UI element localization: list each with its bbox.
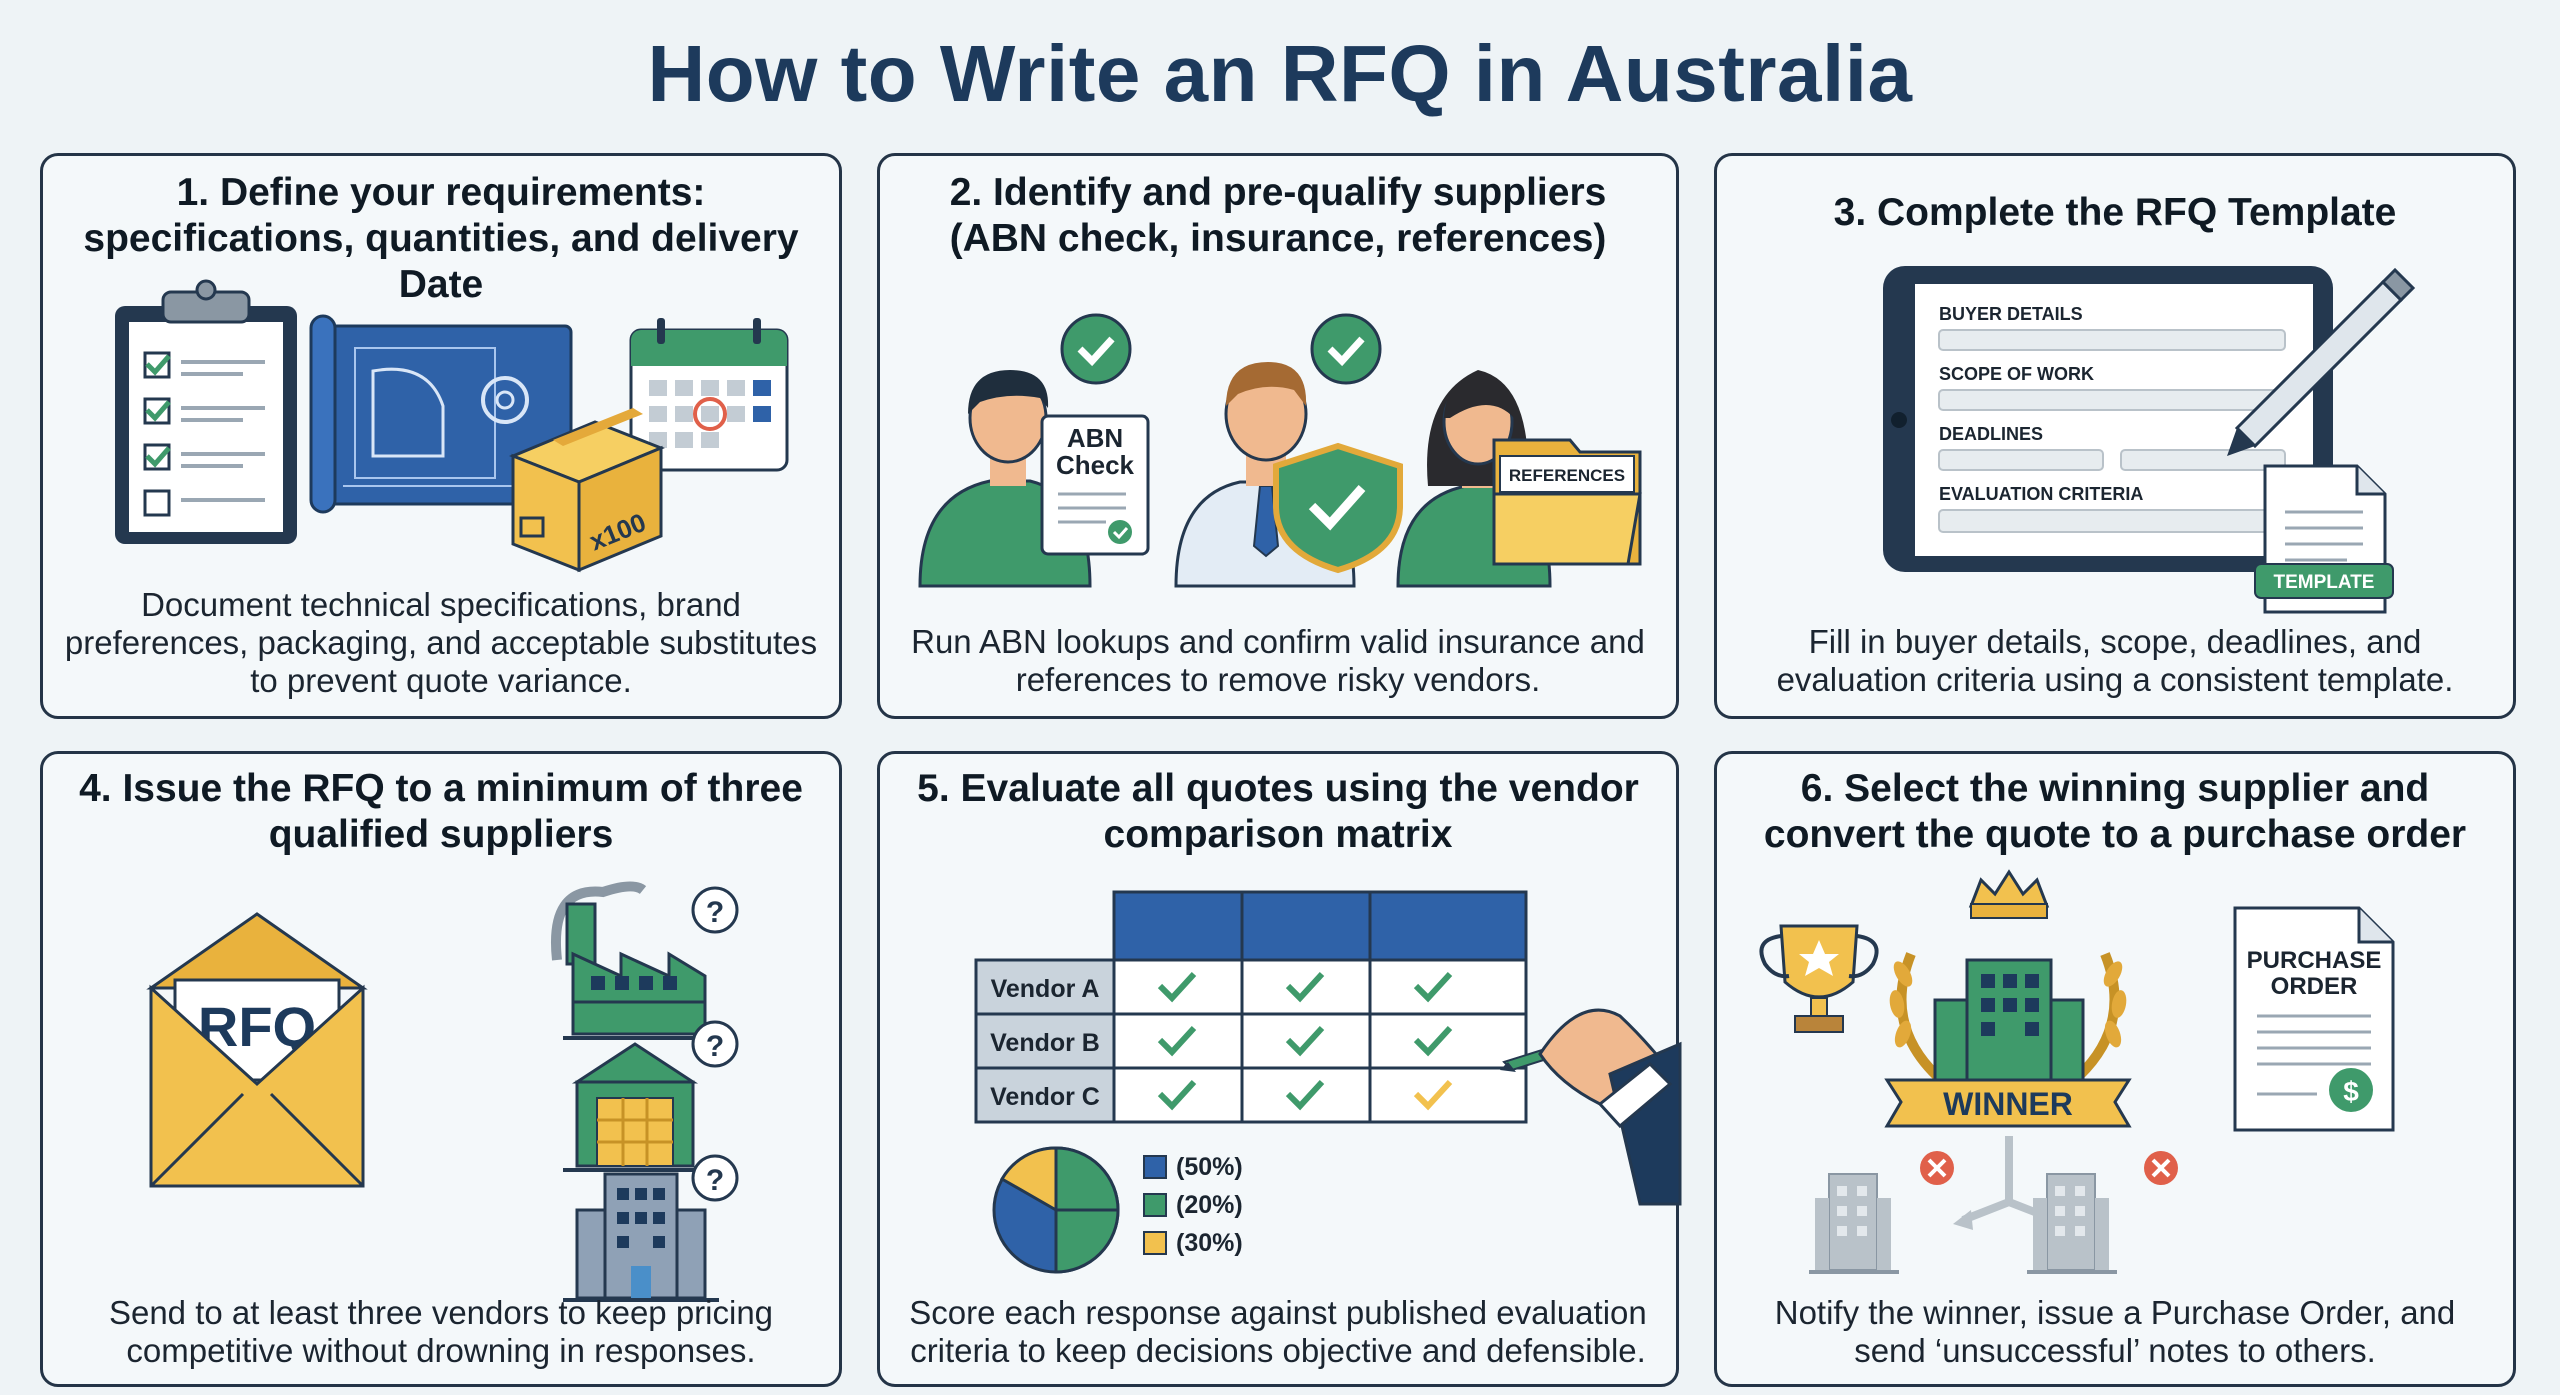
person-with-references-folder-icon: REFERENCES bbox=[1396, 370, 1642, 588]
person-with-abn-check-icon: ABN Check bbox=[918, 313, 1150, 588]
template-tag: TEMPLATE bbox=[2274, 572, 2375, 593]
form-field-label: SCOPE OF WORK bbox=[1939, 364, 2094, 384]
svg-text:?: ? bbox=[706, 1030, 724, 1063]
form-field-label: EVALUATION CRITERIA bbox=[1939, 484, 2143, 504]
factory-icon: ? bbox=[551, 881, 739, 1040]
purchase-order-document-icon: PURCHASE ORDER $ bbox=[2233, 906, 2395, 1132]
box-icon: x100 bbox=[508, 408, 666, 573]
step-4-heading: 4. Issue the RFQ to a minimum of three q… bbox=[79, 767, 803, 856]
abn-label-2: Check bbox=[1056, 450, 1135, 480]
trophy-icon bbox=[1759, 924, 1879, 1033]
step-4-card: 4. Issue the RFQ to a minimum of three q… bbox=[40, 751, 842, 1387]
office-building-icon: ? bbox=[563, 1154, 739, 1302]
step-3-illustration: BUYER DETAILS SCOPE OF WORK DEADLINES EV… bbox=[1883, 266, 2416, 614]
step-6-illustration: WINNER PURCHASE ORDER bbox=[1759, 869, 2395, 1274]
weight-label: (30%) bbox=[1176, 1229, 1243, 1257]
winner-banner: WINNER bbox=[1943, 1086, 2073, 1122]
envelope-icon: RFQ bbox=[146, 912, 368, 1188]
weight-label: (50%) bbox=[1176, 1153, 1243, 1181]
step-2-description: Run ABN lookups and confirm valid insura… bbox=[911, 623, 1645, 698]
tablet-icon: BUYER DETAILS SCOPE OF WORK DEADLINES EV… bbox=[1883, 266, 2333, 572]
step-2-illustration: ABN Check bbox=[918, 313, 1642, 588]
step-1-description: Document technical specifications, brand… bbox=[64, 586, 818, 699]
vendor-c-label: Vendor C bbox=[990, 1083, 1100, 1111]
form-field-label: BUYER DETAILS bbox=[1939, 304, 2083, 324]
abn-label-1: ABN bbox=[1067, 423, 1123, 453]
step-5-illustration: Vendor A Vendor B Vendor C (50%) bbox=[974, 890, 1682, 1274]
template-document-icon: TEMPLATE bbox=[2254, 464, 2394, 614]
step-1-card: 1. Define your requirements: specificati… bbox=[40, 153, 842, 719]
pen-icon bbox=[2227, 267, 2416, 456]
winner-building-icon: WINNER bbox=[1884, 869, 2132, 1128]
person-with-shield-icon bbox=[1174, 313, 1403, 588]
po-title-2: ORDER bbox=[2271, 973, 2358, 1000]
svg-text:?: ? bbox=[706, 1164, 724, 1197]
step-1-heading: 1. Define your requirements: specificati… bbox=[83, 171, 799, 306]
step-5-description: Score each response against published ev… bbox=[909, 1294, 1647, 1369]
step-3-description: Fill in buyer details, scope, deadlines,… bbox=[1776, 623, 2454, 698]
check-icons bbox=[1157, 971, 1453, 1111]
step-6-description: Notify the winner, issue a Purchase Orde… bbox=[1774, 1294, 2456, 1369]
step-1-illustration: x100 bbox=[115, 279, 789, 573]
svg-text:?: ? bbox=[706, 896, 724, 929]
blueprint-icon bbox=[309, 314, 573, 514]
step-3-heading: 3. Complete the RFQ Template bbox=[1833, 191, 2397, 234]
step-3-card: 3. Complete the RFQ Template BUYER DETAI… bbox=[1714, 153, 2516, 719]
step-4-description: Send to at least three vendors to keep p… bbox=[108, 1294, 774, 1369]
references-label: REFERENCES bbox=[1509, 466, 1625, 485]
rejected-building-icon bbox=[2027, 1151, 2178, 1274]
po-title-1: PURCHASE bbox=[2247, 947, 2382, 974]
hand-with-pen-icon bbox=[1500, 1008, 1682, 1206]
step-5-card: 5. Evaluate all quotes using the vendor … bbox=[877, 751, 1682, 1387]
weighting-pie-chart: (50%) (20%) (30%) bbox=[992, 1146, 1243, 1274]
vendor-a-label: Vendor A bbox=[991, 975, 1100, 1003]
warehouse-icon: ? bbox=[563, 1020, 739, 1172]
step-2-card: 2. Identify and pre-qualify suppliers (A… bbox=[877, 153, 1679, 719]
comparison-matrix: Vendor A Vendor B Vendor C bbox=[974, 890, 1528, 1124]
step-4-illustration: RFQ ? ? bbox=[146, 881, 739, 1302]
rejected-building-icon bbox=[1809, 1151, 1954, 1274]
form-field-label: DEADLINES bbox=[1939, 424, 2043, 444]
page-title: How to Write an RFQ in Australia bbox=[647, 29, 1913, 118]
step-5-heading: 5. Evaluate all quotes using the vendor … bbox=[917, 767, 1639, 856]
dollar-icon: $ bbox=[2343, 1076, 2359, 1107]
step-6-heading: 6. Select the winning supplier and conve… bbox=[1763, 767, 2467, 856]
vendor-b-label: Vendor B bbox=[990, 1029, 1100, 1057]
clipboard-icon bbox=[115, 279, 297, 544]
step-6-card: 6. Select the winning supplier and conve… bbox=[1714, 751, 2516, 1387]
calendar-icon bbox=[629, 318, 789, 472]
step-2-heading: 2. Identify and pre-qualify suppliers (A… bbox=[949, 171, 1607, 260]
partial-check-icon bbox=[1413, 1079, 1453, 1111]
weight-label: (20%) bbox=[1176, 1191, 1243, 1219]
